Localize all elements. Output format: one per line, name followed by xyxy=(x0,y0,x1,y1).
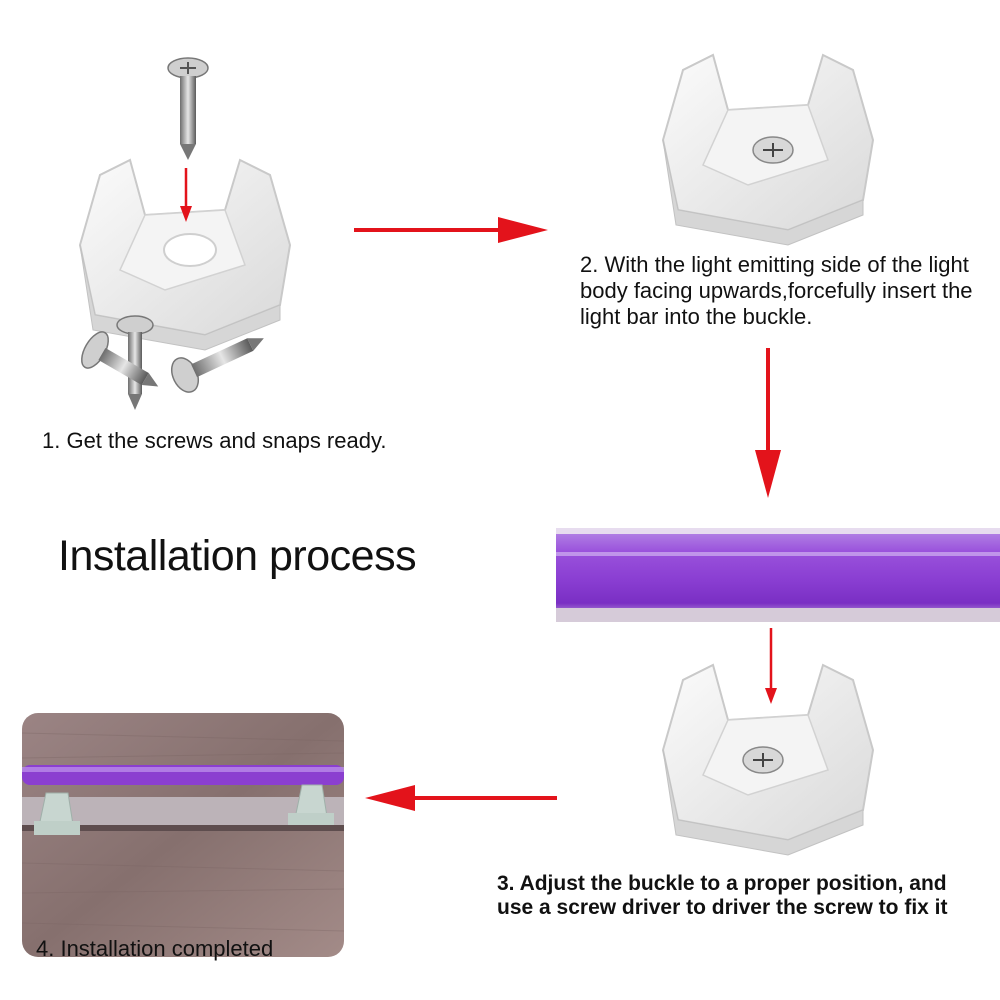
installed-photo xyxy=(22,713,344,957)
light-bar xyxy=(556,528,1000,622)
step2-clip xyxy=(662,54,874,246)
step-2-caption: 2. With the light emitting side of the l… xyxy=(580,252,973,329)
arrow-right-icon xyxy=(354,217,548,243)
arrow-down-small-icon xyxy=(180,168,192,222)
step-3-caption: 3. Adjust the buckle to a proper positio… xyxy=(497,872,948,919)
screw-icon xyxy=(81,331,159,387)
step-4-caption: 4. Installation completed xyxy=(36,936,274,961)
screw-icon xyxy=(170,338,264,393)
page-title: Installation process xyxy=(58,532,417,580)
arrow-left-icon xyxy=(365,785,557,811)
arrow-down-icon xyxy=(755,348,781,498)
screw-icon xyxy=(167,57,209,160)
step3-clip xyxy=(662,664,874,856)
step-1-caption: 1. Get the screws and snaps ready. xyxy=(42,428,387,453)
step1-clip xyxy=(79,159,291,351)
installed-scene xyxy=(22,713,344,957)
arrow-down-small-icon xyxy=(765,628,777,704)
